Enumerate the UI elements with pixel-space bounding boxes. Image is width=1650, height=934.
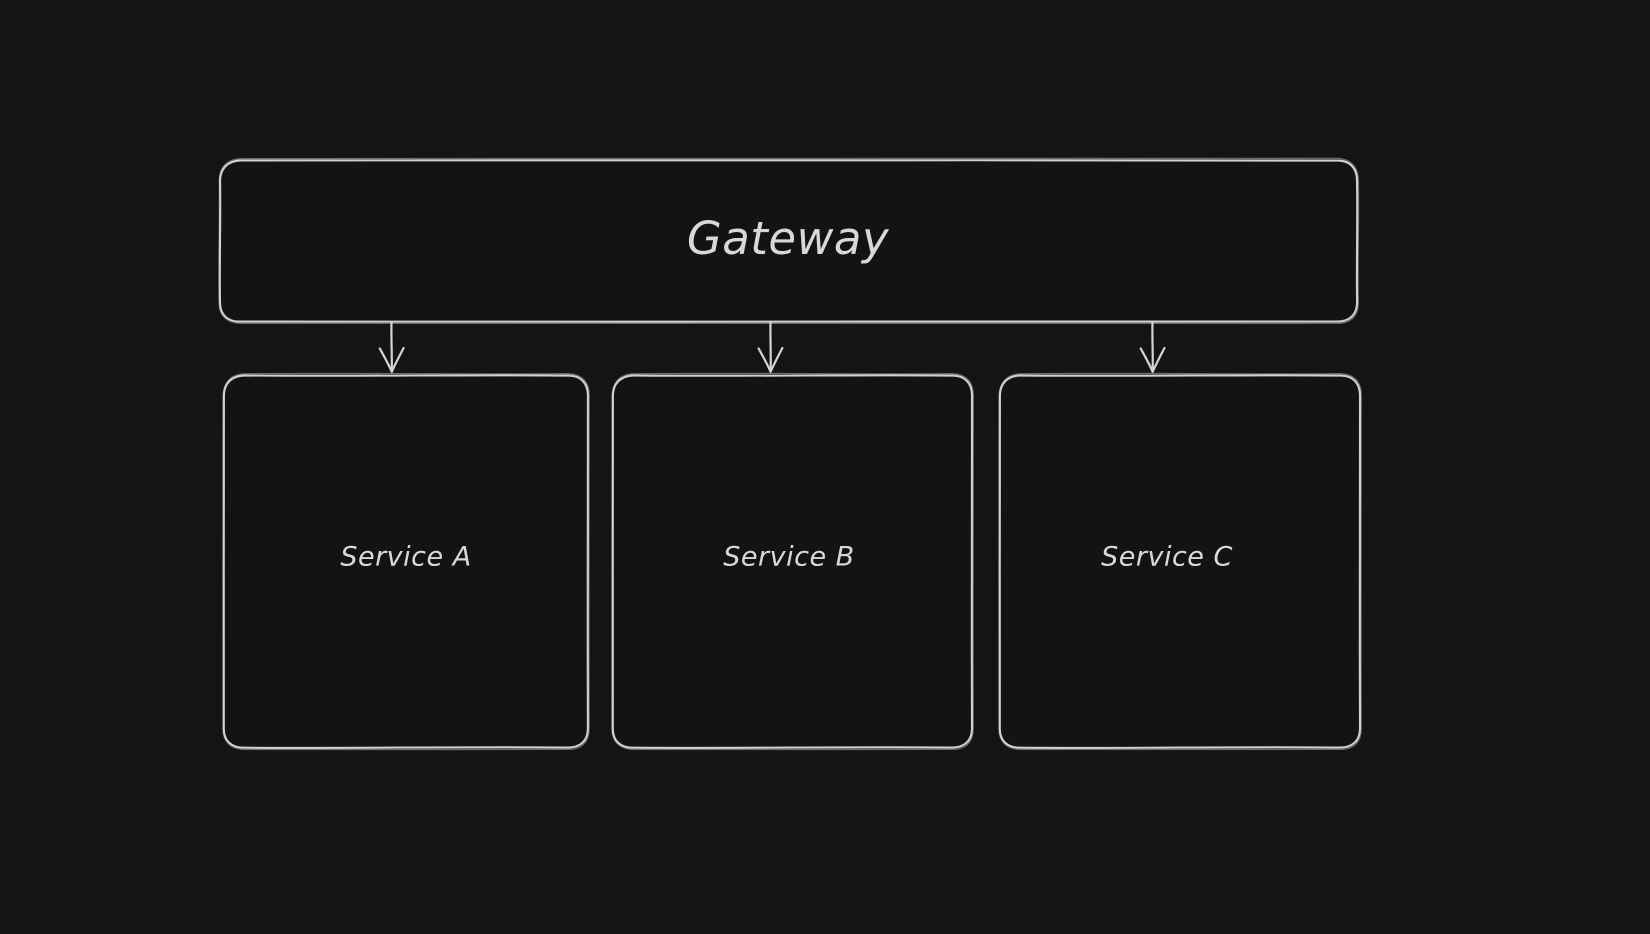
service-c-label: Service C — [1101, 542, 1233, 573]
service-b-label: Service B — [723, 542, 854, 573]
arrow-head-icon — [1139, 346, 1166, 373]
arrow-gateway-to-service-c[interactable] — [1139, 321, 1166, 373]
service-b-fill — [613, 375, 972, 748]
node-service-c[interactable]: Service C — [998, 372, 1363, 751]
service-a-label: Service A — [340, 542, 471, 573]
service-a-fill — [224, 375, 588, 748]
arrow-head-icon — [378, 346, 405, 373]
node-service-b[interactable]: Service B — [611, 372, 975, 751]
service-c-outline — [998, 374, 1362, 749]
node-service-a[interactable]: Service A — [222, 372, 591, 751]
service-b-outline — [611, 374, 974, 749]
arrow-gateway-to-service-a[interactable] — [378, 321, 405, 373]
gateway-label: Gateway — [687, 212, 890, 265]
arrow-head-icon — [757, 346, 784, 373]
arrow-gateway-to-service-b[interactable] — [757, 321, 784, 373]
node-gateway[interactable]: Gateway — [218, 157, 1360, 325]
gateway-fill — [220, 160, 1357, 322]
service-c-fill — [1000, 375, 1360, 748]
service-a-outline — [222, 374, 590, 749]
gateway-outline — [218, 159, 1359, 323]
